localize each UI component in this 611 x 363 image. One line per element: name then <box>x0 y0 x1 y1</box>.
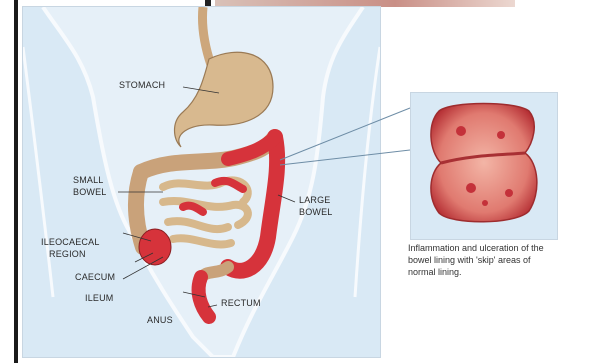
inflamed-bowel-inset <box>410 92 558 240</box>
bowel-segment-illustration <box>411 93 557 239</box>
ulcer-4 <box>505 189 513 197</box>
caption-line3: normal lining. <box>408 266 608 278</box>
ulcer-2 <box>497 131 505 139</box>
ulcer-3 <box>466 183 476 193</box>
caption-line1: Inflammation and ulceration of the <box>408 242 608 254</box>
inset-caption: Inflammation and ulceration of the bowel… <box>408 242 608 278</box>
ulcer-1 <box>456 126 466 136</box>
ulcer-5 <box>482 200 488 206</box>
caption-line2: bowel lining with 'skip' areas of <box>408 254 608 266</box>
